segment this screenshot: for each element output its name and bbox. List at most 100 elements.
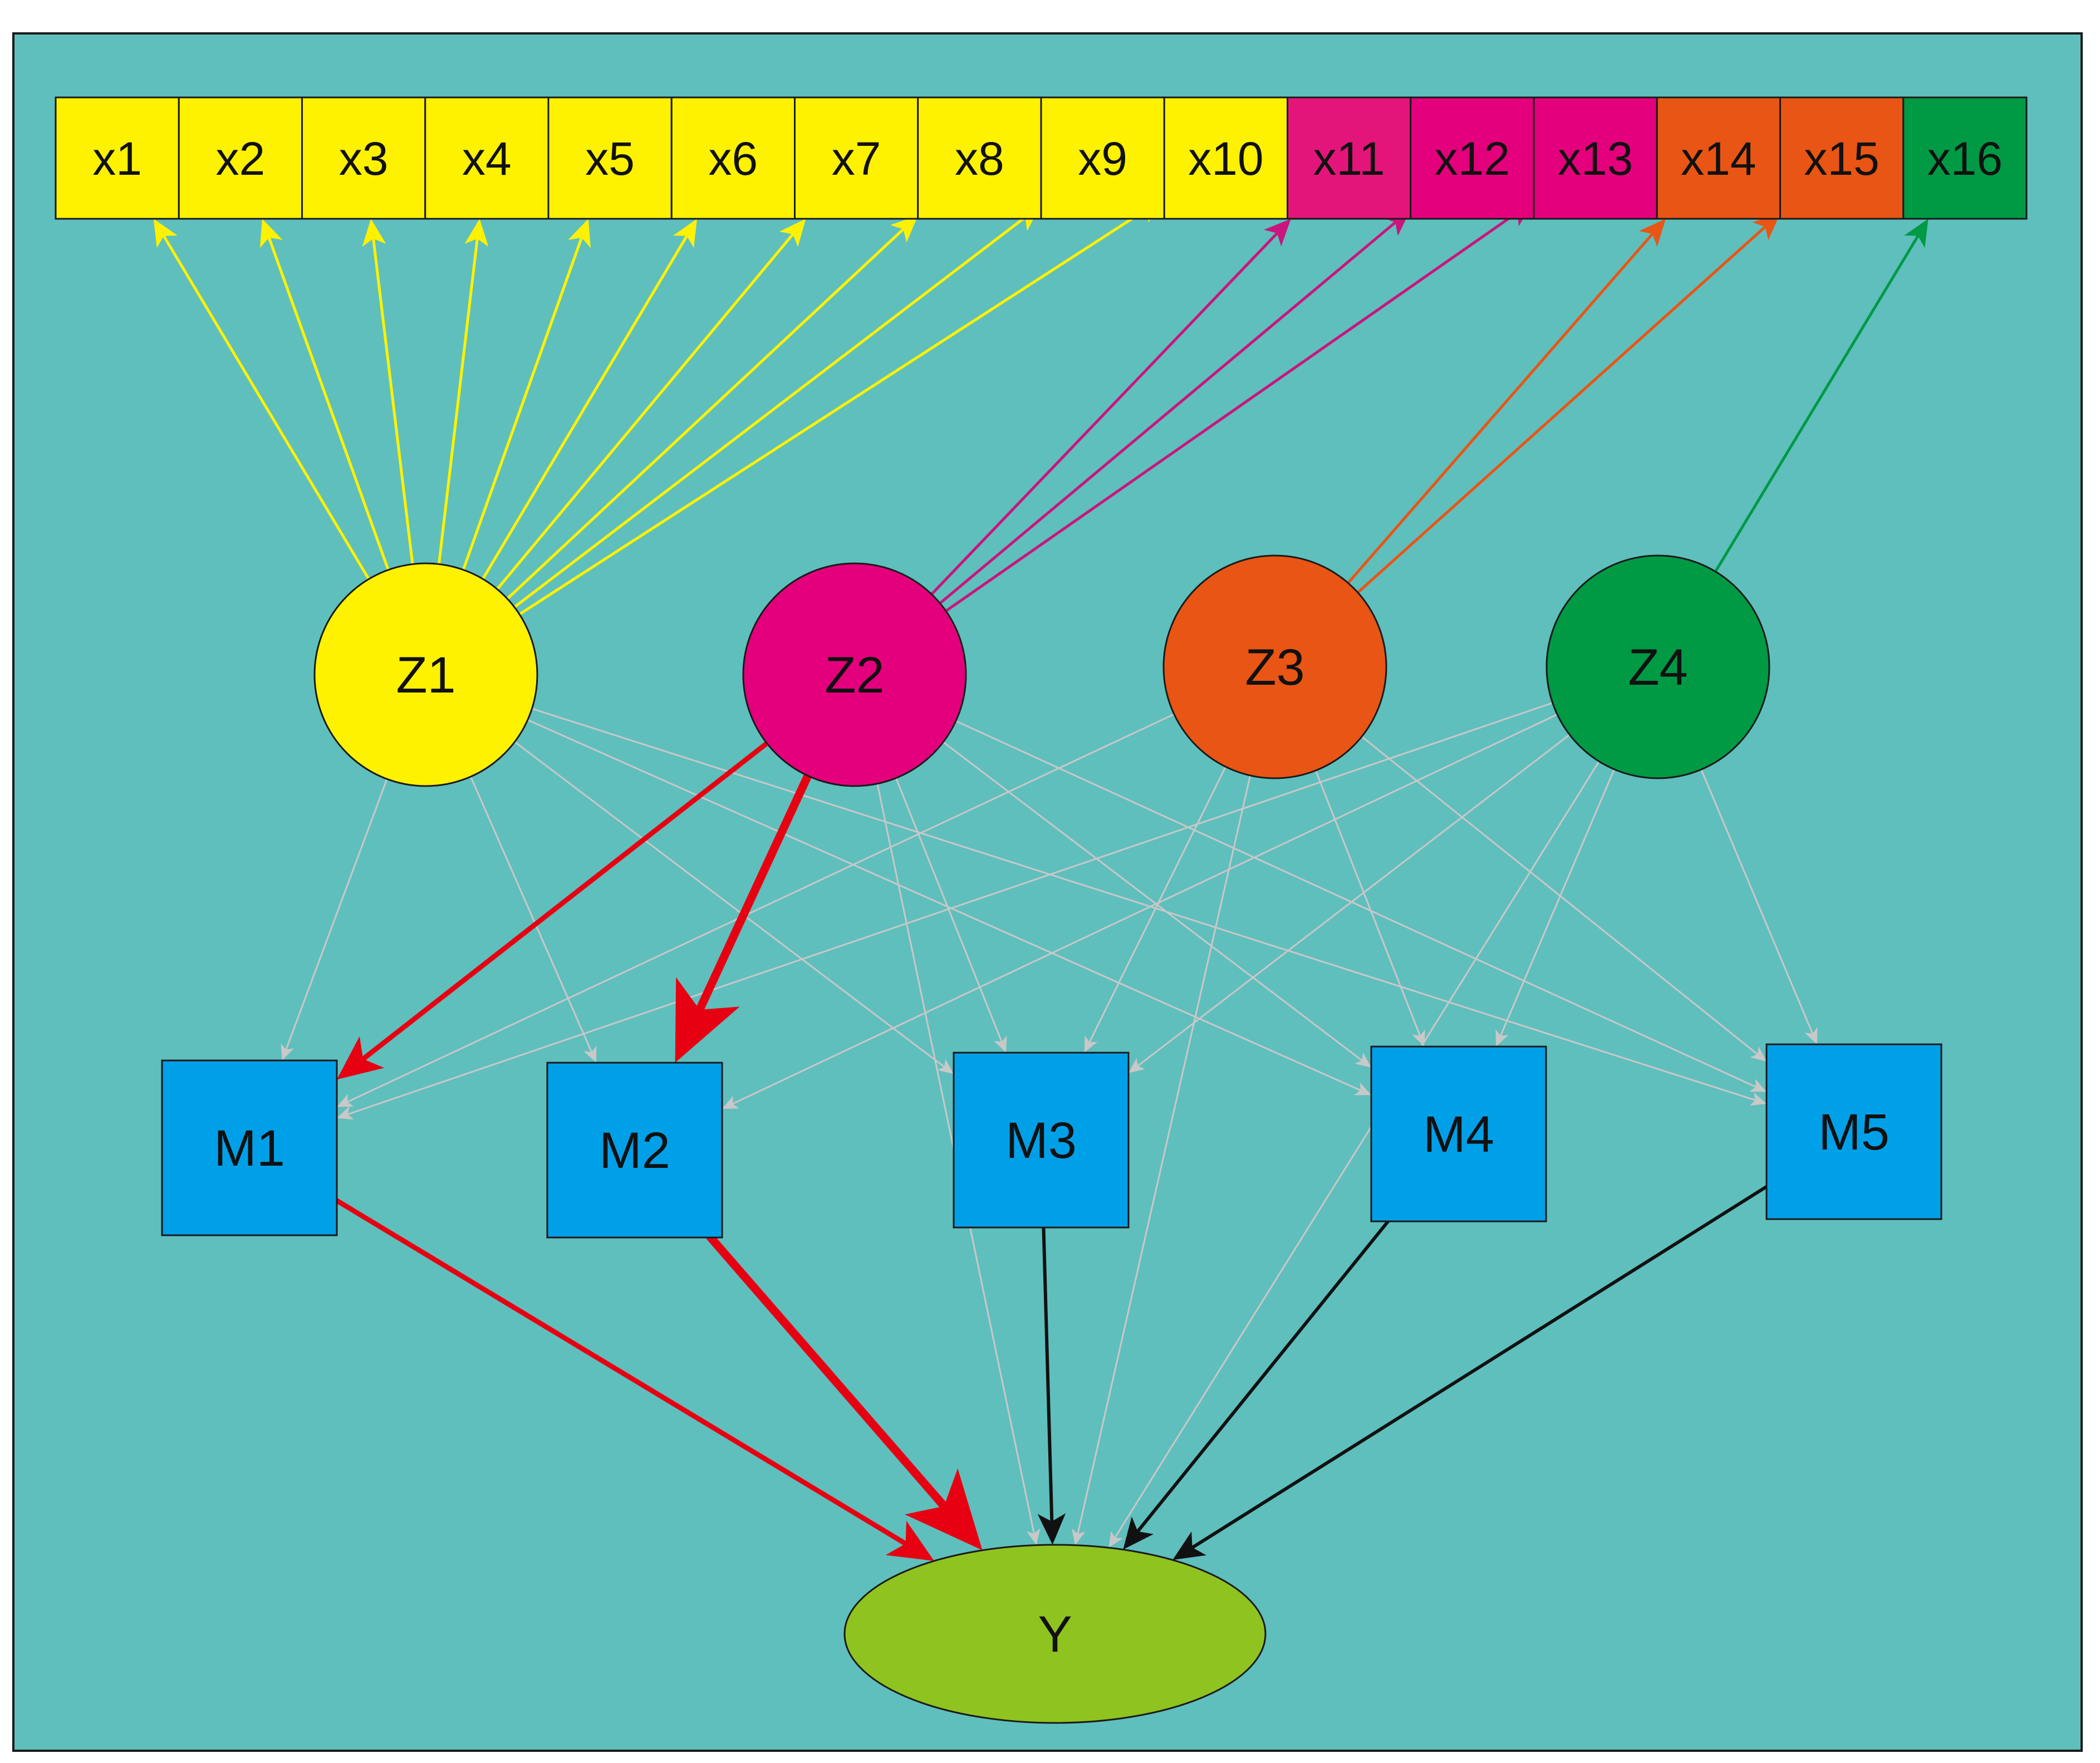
edge-arrowhead — [779, 219, 806, 247]
edge-layer — [153, 198, 1929, 1561]
edge-line — [531, 708, 1756, 1101]
observed-var-box — [547, 96, 673, 220]
observed-var-box — [301, 96, 426, 220]
edge-Z1-x3 — [362, 219, 414, 566]
edge-arrowhead — [1639, 219, 1666, 247]
edge-line — [285, 778, 388, 1050]
mediator-label: M5 — [1818, 1104, 1890, 1161]
mediator-M2: M2 — [546, 1062, 723, 1239]
edge-arrowhead — [1904, 219, 1929, 248]
edge-line — [706, 1233, 949, 1511]
edge-Z1-M3 — [513, 741, 954, 1074]
edge-line — [955, 720, 1757, 1088]
edge-M4-Y — [1123, 1220, 1390, 1550]
observed-var-box — [1287, 96, 1412, 220]
observed-var-label: x9 — [1078, 132, 1127, 185]
edge-arrowhead — [362, 219, 386, 247]
observed-var-label: x2 — [216, 132, 266, 185]
observed-var-label: x6 — [709, 132, 758, 185]
observed-var-x8: x8 — [917, 96, 1042, 220]
edge-line — [513, 215, 1027, 609]
edge-arrowhead — [885, 1520, 934, 1561]
observed-var-x5: x5 — [547, 96, 673, 220]
mediator-M4: M4 — [1370, 1045, 1547, 1222]
mediator-box — [161, 1059, 338, 1236]
edge-Z3-M3 — [1084, 765, 1226, 1053]
edge-M3-Y — [1037, 1226, 1066, 1545]
edge-Z1-x6 — [481, 219, 698, 581]
edge-arrowhead — [675, 977, 740, 1063]
edge-arrowhead — [259, 219, 283, 248]
latent-var-label: Z3 — [1245, 639, 1304, 696]
observed-var-x9: x9 — [1040, 96, 1165, 220]
edge-Z3-x14 — [1346, 219, 1666, 585]
edge-arrowhead — [722, 1096, 739, 1109]
edge-Z4-x16 — [1714, 219, 1929, 573]
observed-var-label: x3 — [339, 132, 389, 185]
mediator-label: M1 — [214, 1120, 285, 1177]
edge-line — [1042, 1226, 1054, 1524]
edge-line — [360, 740, 769, 1062]
observed-var-label: x1 — [92, 132, 142, 185]
edge-line — [1314, 769, 1421, 1037]
edge-line — [481, 234, 689, 581]
latent-var-Z3: Z3 — [1162, 554, 1387, 779]
latent-var-circle — [742, 562, 967, 787]
edge-line — [1499, 768, 1616, 1037]
edge-arrowhead — [1804, 1027, 1818, 1044]
edge-arrowhead — [153, 219, 178, 248]
edge-Z1-M4 — [527, 719, 1371, 1096]
edge-arrowhead — [993, 1035, 1007, 1053]
edge-arrowhead — [1123, 1516, 1154, 1550]
edge-Z2-M2 — [675, 772, 812, 1063]
latent-var-circle — [313, 562, 538, 787]
edge-Z1-x2 — [259, 219, 390, 572]
edge-arrowhead — [281, 1043, 295, 1060]
observed-var-label: x13 — [1558, 132, 1633, 185]
edge-line — [527, 719, 1362, 1092]
edge-arrowhead — [1749, 1092, 1767, 1106]
edge-arrowhead — [1128, 1058, 1145, 1073]
observed-var-x2: x2 — [178, 96, 303, 220]
edge-Z4-Y — [1108, 760, 1600, 1548]
edge-Z4-M5 — [1700, 768, 1818, 1044]
observed-var-x4: x4 — [424, 96, 549, 220]
edge-arrowhead — [464, 219, 489, 247]
edge-line — [513, 741, 945, 1068]
observed-var-x1: x1 — [55, 96, 180, 220]
observed-var-box — [178, 96, 303, 220]
observed-var-x14: x14 — [1656, 96, 1781, 220]
mediator-label: M4 — [1423, 1106, 1494, 1163]
edge-Z4-M3 — [1128, 734, 1571, 1073]
edge-line — [1088, 765, 1226, 1043]
edge-line — [930, 232, 1279, 596]
edge-Z2-x11 — [930, 219, 1291, 596]
edge-line — [1700, 768, 1814, 1035]
edge-Z3-x15 — [1356, 213, 1780, 594]
edge-Z2-M3 — [895, 777, 1007, 1053]
outcome-ellipse — [843, 1544, 1267, 1724]
latent-var-Z4: Z4 — [1545, 554, 1770, 779]
edge-arrowhead — [905, 1468, 983, 1550]
edge-line — [1356, 225, 1767, 594]
edge-line — [462, 236, 583, 572]
edge-M2-Y — [706, 1233, 983, 1550]
edge-line — [1190, 1185, 1768, 1549]
edge-Z2-M1 — [337, 740, 769, 1080]
observed-var-x7: x7 — [794, 96, 919, 220]
observed-var-x15: x15 — [1779, 96, 1905, 220]
observed-var-box — [1163, 96, 1288, 220]
latent-var-Z2: Z2 — [742, 562, 967, 787]
mediator-box — [953, 1052, 1130, 1229]
edge-line — [506, 228, 905, 601]
mediator-label: M3 — [1005, 1112, 1077, 1169]
edge-arrowhead — [337, 1106, 354, 1120]
edge-line — [695, 772, 812, 1014]
edge-line — [469, 775, 593, 1053]
edge-arrowhead — [673, 219, 698, 248]
edge-line — [518, 207, 1149, 616]
observed-var-box — [1656, 96, 1781, 220]
observed-var-label: x8 — [955, 132, 1004, 185]
edge-Z1-x1 — [153, 219, 370, 581]
observed-var-x12: x12 — [1410, 96, 1535, 220]
